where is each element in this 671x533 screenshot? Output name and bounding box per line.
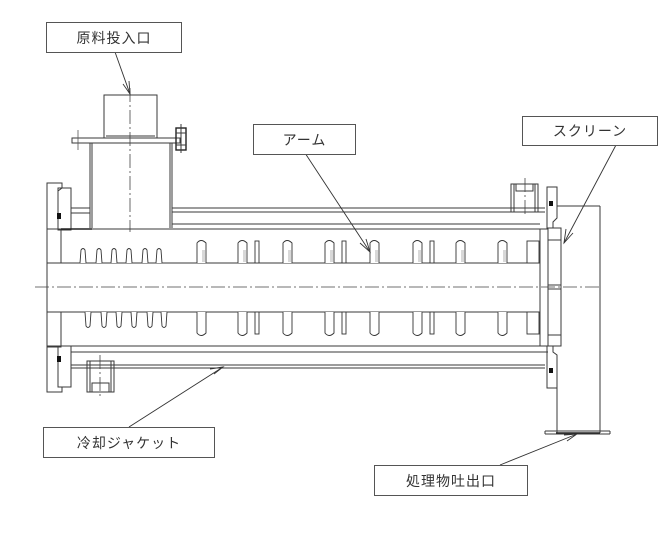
arm-upper (455, 240, 466, 263)
pin-upper (341, 240, 347, 264)
leader-cooling-jacket (128, 366, 224, 428)
arm-lower (455, 312, 466, 336)
flight-lower (160, 311, 168, 328)
label-discharge-outlet: 処理物吐出口 (374, 465, 528, 496)
upper-jacket (61, 207, 548, 230)
leader-discharge (499, 433, 578, 466)
arm-lower (237, 312, 248, 336)
flight-upper (155, 248, 163, 264)
arm-upper (497, 240, 508, 263)
flight-lower (130, 311, 138, 328)
arm-lower (282, 312, 293, 336)
arm-upper (369, 240, 380, 263)
leader-feed-inlet (114, 51, 131, 95)
arm-upper (196, 240, 207, 263)
left-end-flange (46, 182, 72, 393)
pin-upper (429, 240, 435, 264)
arm-upper (412, 240, 423, 263)
flight-upper (125, 248, 133, 264)
lower-jacket (61, 345, 548, 397)
leader-screen (563, 144, 617, 244)
arm-upper (237, 240, 248, 263)
pin-lower (341, 311, 347, 335)
arm-lower (324, 312, 335, 336)
label-arm: アーム (253, 124, 356, 155)
label-cooling-jacket: 冷却ジャケット (43, 427, 215, 458)
flight-lower (115, 311, 123, 328)
shaft (35, 229, 602, 346)
mixing-arms (196, 240, 540, 336)
feed-inlet-hopper (71, 88, 187, 232)
pin-lower (254, 311, 260, 335)
bolt-icon (175, 124, 187, 153)
screw-flights (79, 248, 168, 328)
pin-lower (429, 311, 435, 335)
label-feed-inlet: 原料投入口 (46, 22, 182, 53)
flight-lower (84, 311, 92, 328)
flight-lower (100, 311, 108, 328)
arm-upper (282, 240, 293, 263)
label-screen: スクリーン (522, 116, 658, 146)
arm-lower (412, 312, 423, 336)
pin-upper (254, 240, 260, 264)
arm-lower (369, 312, 380, 336)
leader-lines (114, 51, 617, 466)
leader-arm (304, 152, 371, 253)
right-end-flange (510, 178, 611, 435)
arm-lower (196, 312, 207, 336)
arm-lower (497, 312, 508, 336)
flight-lower (146, 311, 154, 328)
flight-upper (141, 248, 149, 264)
flight-upper (95, 248, 103, 264)
arm-upper (324, 240, 335, 263)
flight-upper (110, 248, 118, 264)
flight-upper (79, 248, 87, 264)
end-arm (526, 240, 540, 335)
